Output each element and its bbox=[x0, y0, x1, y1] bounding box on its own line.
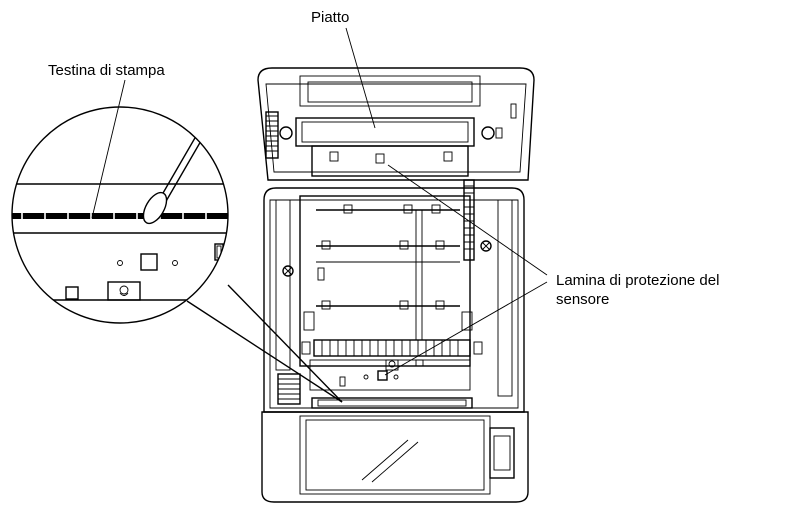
printer-body bbox=[257, 67, 535, 503]
label-sensor-sheet-line2: sensore bbox=[556, 291, 609, 308]
label-platen: Piatto bbox=[311, 9, 349, 26]
label-print-head: Testina di stampa bbox=[48, 62, 165, 79]
label-sensor-sheet-line1: Lamina di protezione del bbox=[556, 272, 719, 289]
leader-lines bbox=[91, 27, 548, 376]
magnified-detail bbox=[11, 106, 343, 403]
